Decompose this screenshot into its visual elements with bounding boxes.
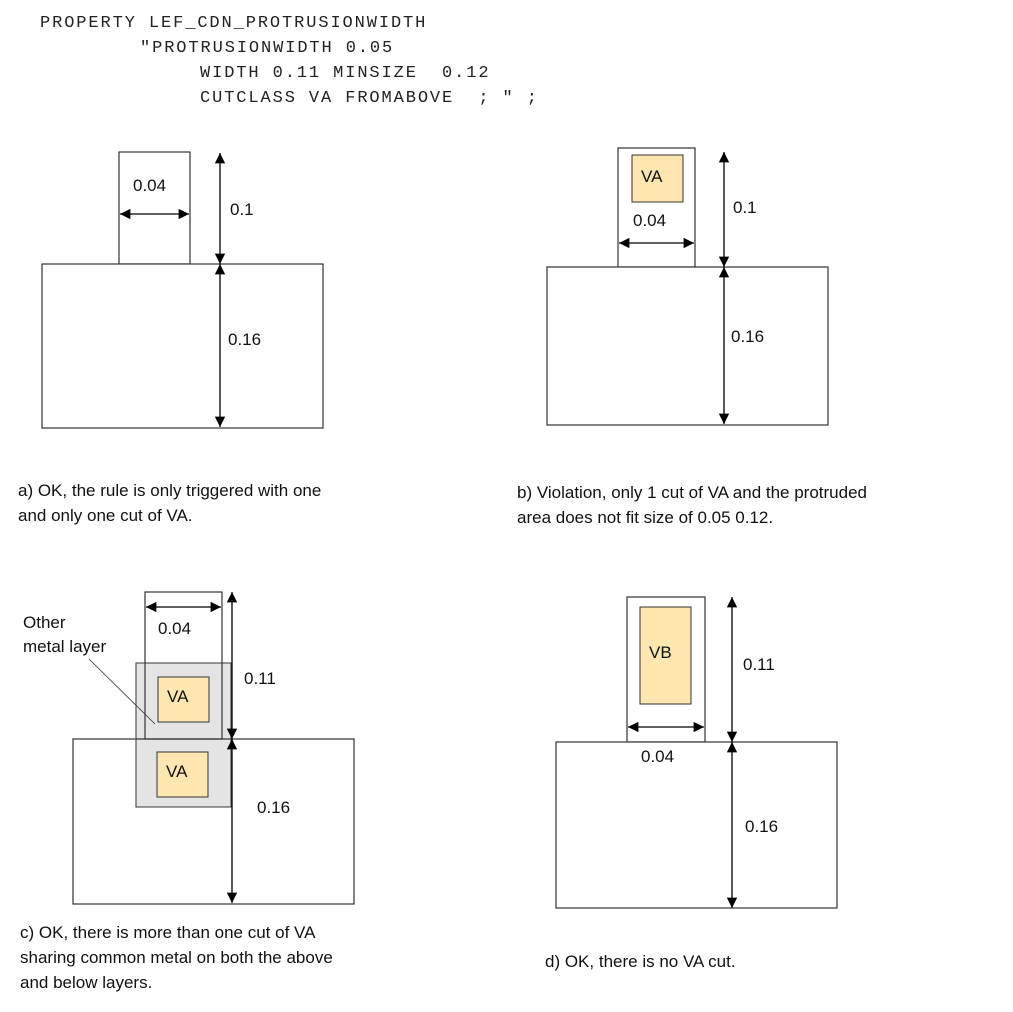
vb-cut xyxy=(639,606,692,705)
wire-shape xyxy=(41,263,324,429)
height-label: 0.16 xyxy=(228,330,261,349)
caption-line: sharing common metal on both the above xyxy=(20,948,333,967)
caption-line: d) OK, there is no VA cut. xyxy=(545,952,736,971)
code-line: "PROTRUSIONWIDTH 0.05 xyxy=(140,39,394,58)
callout-label: metal layer xyxy=(23,637,106,656)
callout-label: Other xyxy=(23,613,66,632)
caption-line: a) OK, the rule is only triggered with o… xyxy=(18,481,321,500)
height-label: 0.16 xyxy=(745,817,778,836)
va-cut-bottom xyxy=(156,751,209,798)
width-label: 0.04 xyxy=(633,211,666,230)
code-line: CUTCLASS VA FROMABOVE ; " ; xyxy=(200,89,539,108)
callout-leader-line xyxy=(88,658,156,725)
height-label: 0.16 xyxy=(731,327,764,346)
caption-line: area does not fit size of 0.05 0.12. xyxy=(517,508,773,527)
cut-label: VA xyxy=(167,687,189,706)
panel-a: 0.04 0.1 0.16 a) OK, the rule is only tr… xyxy=(18,151,324,525)
width-label: 0.04 xyxy=(641,747,674,766)
code-line: PROPERTY LEF_CDN_PROTRUSIONWIDTH xyxy=(40,14,427,33)
cut-label: VA xyxy=(166,762,188,781)
wire-shape xyxy=(546,266,829,426)
height-label: 0.16 xyxy=(257,798,290,817)
width-label: 0.04 xyxy=(158,619,191,638)
va-cut-top xyxy=(157,676,210,723)
caption-line: and below layers. xyxy=(20,973,152,992)
panel-b: VA 0.04 0.1 0.16 b) Violation, only 1 cu… xyxy=(517,147,867,527)
protrusion-label: 0.11 xyxy=(244,669,276,688)
protrusion-label: 0.1 xyxy=(733,198,757,217)
protrusion-label: 0.11 xyxy=(743,655,775,674)
caption-line: c) OK, there is more than one cut of VA xyxy=(20,923,316,942)
cut-label: VA xyxy=(641,167,663,186)
lef-property-code: PROPERTY LEF_CDN_PROTRUSIONWIDTH "PROTRU… xyxy=(40,14,539,108)
panel-d: VB 0.04 0.11 0.16 d) OK, there is no VA … xyxy=(545,596,838,971)
width-label: 0.04 xyxy=(133,176,166,195)
wire-shape xyxy=(555,741,838,909)
code-line: WIDTH 0.11 MINSIZE 0.12 xyxy=(200,64,490,83)
cut-label: VB xyxy=(649,643,672,662)
protrusion-label: 0.1 xyxy=(230,200,254,219)
caption-line: and only one cut of VA. xyxy=(18,506,193,525)
panel-c: VA VA 0.04 0.11 0.16 Other metal layer c… xyxy=(20,591,355,992)
caption-line: b) Violation, only 1 cut of VA and the p… xyxy=(517,483,867,502)
va-cut xyxy=(631,154,684,203)
protrusion-shape xyxy=(118,151,191,265)
